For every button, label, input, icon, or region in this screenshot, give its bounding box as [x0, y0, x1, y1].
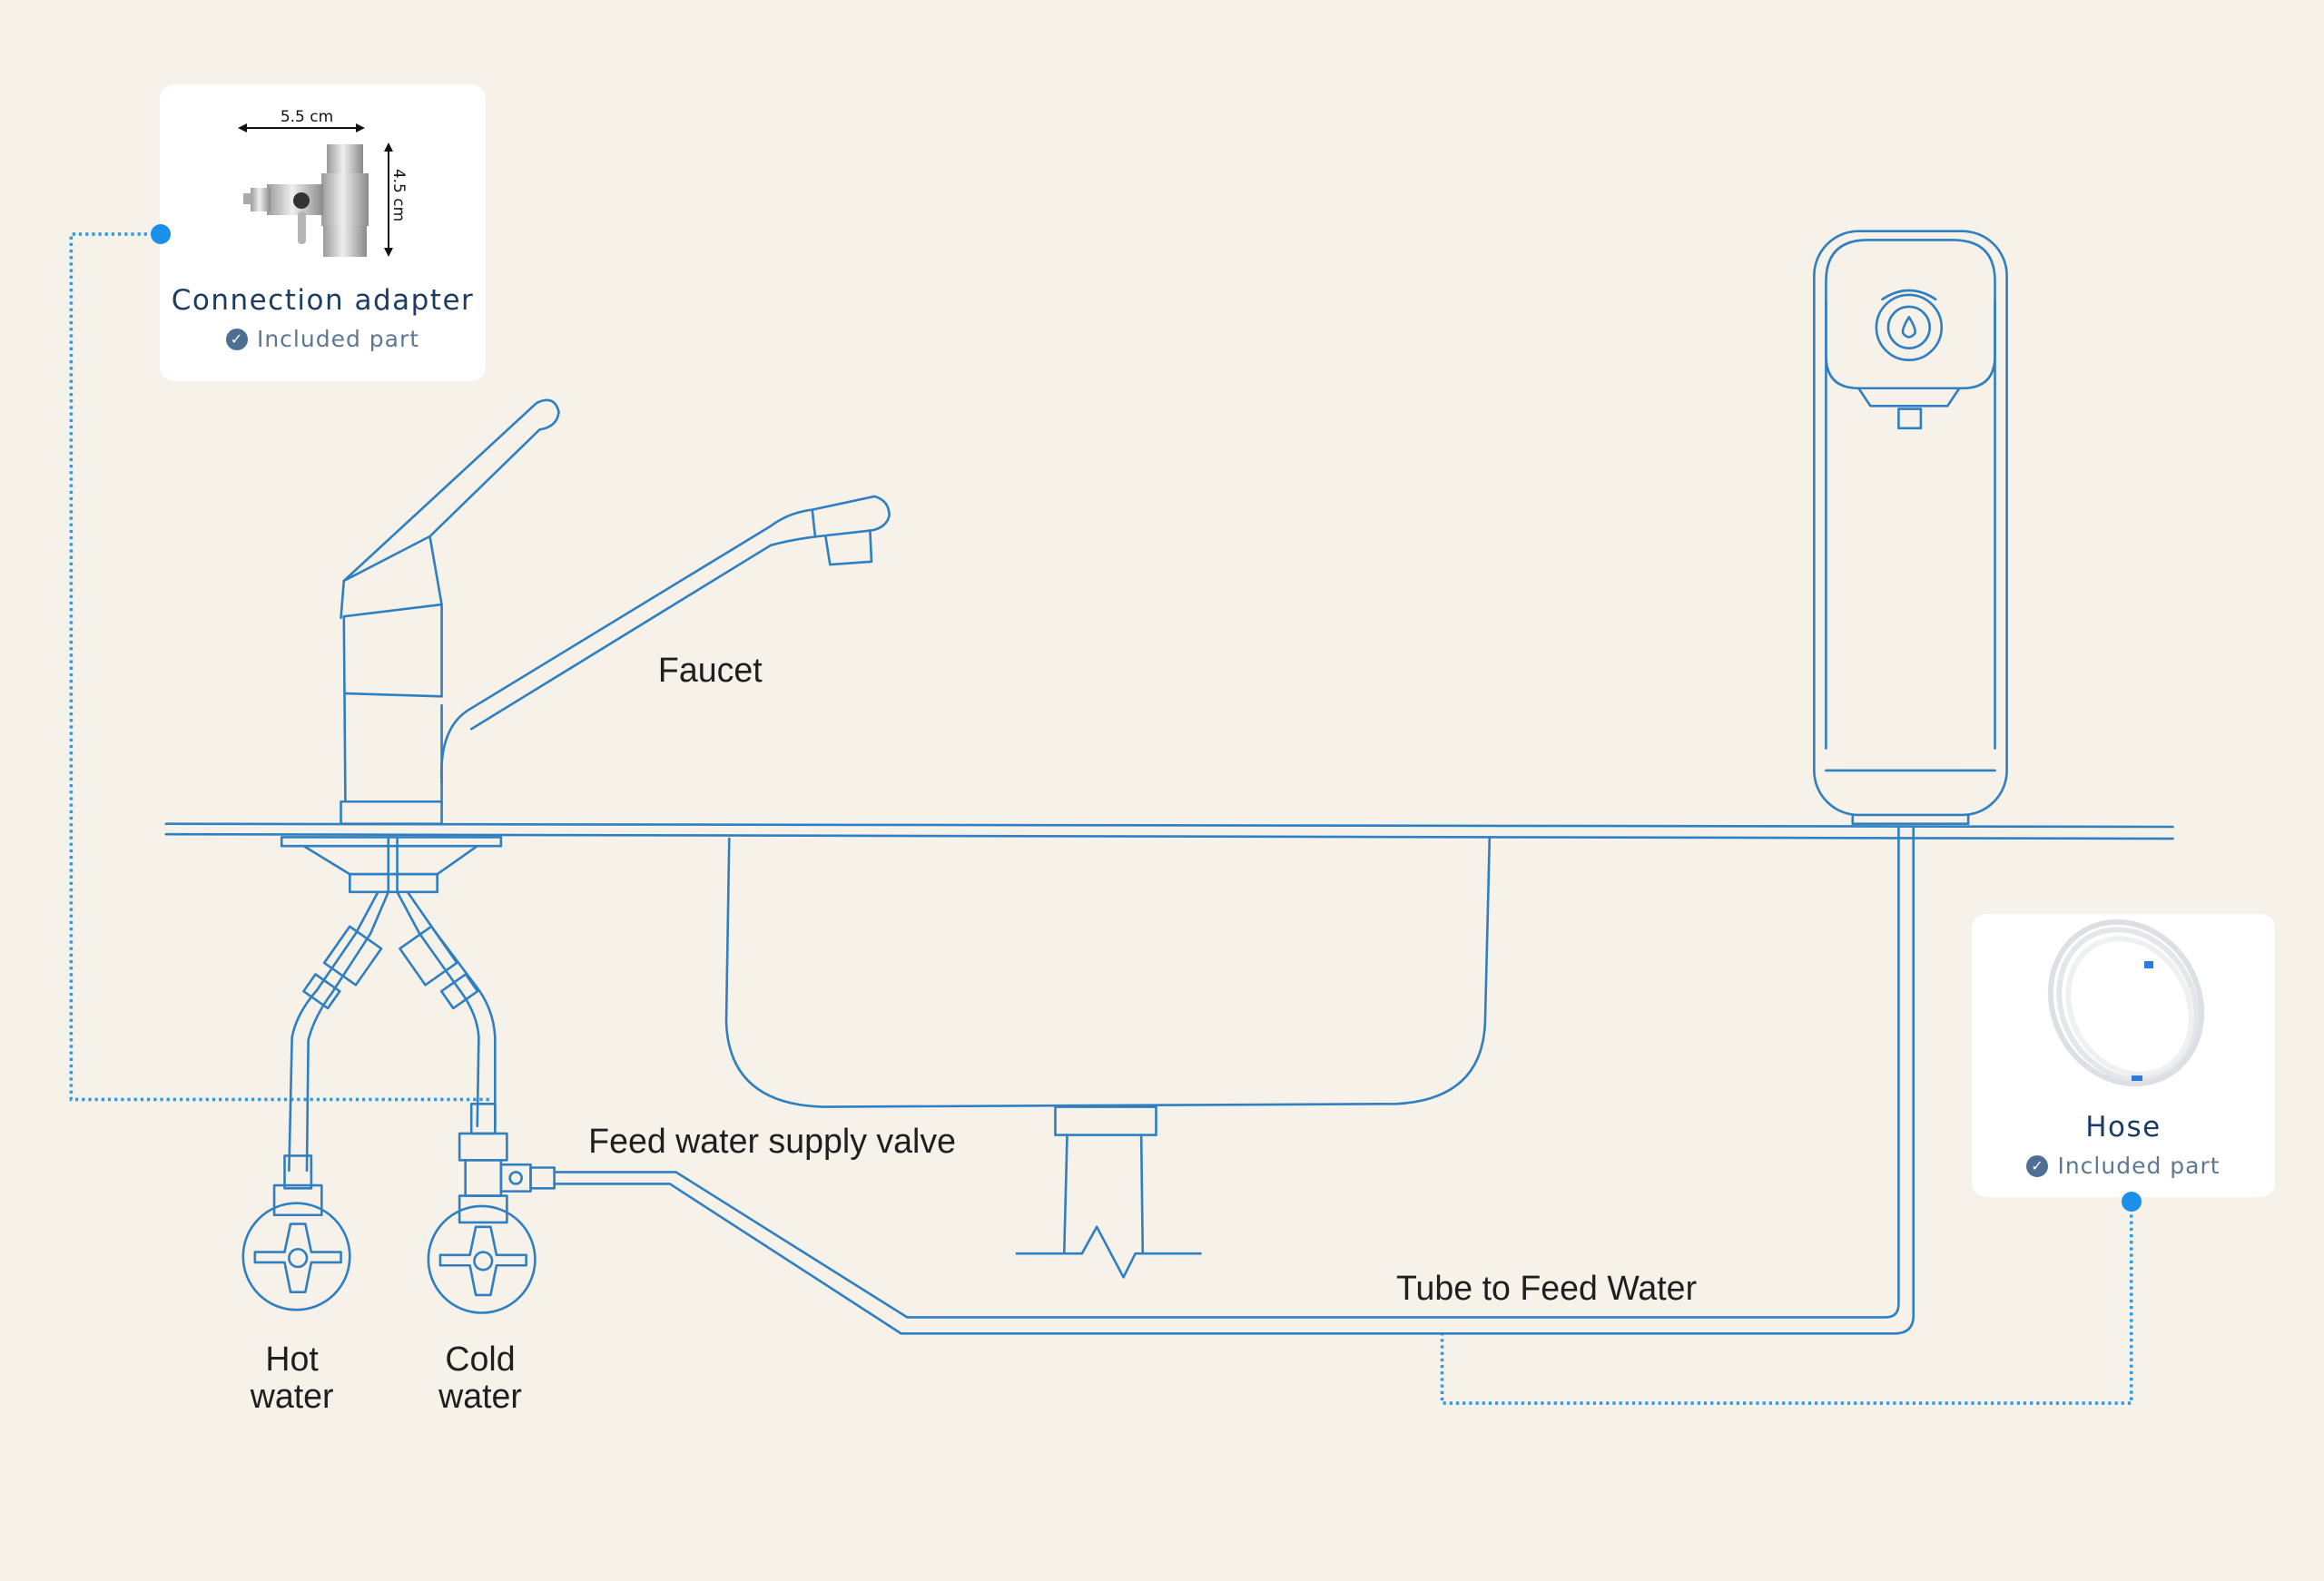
feed-valve-label: Feed water supply valve: [588, 1122, 956, 1160]
countertop: [164, 822, 2174, 840]
sink-drain: [1015, 1105, 1202, 1279]
hose-connector-line: [1440, 1202, 2133, 1405]
hot-water-hose: [283, 890, 390, 1190]
check-circle-icon: ✓: [225, 328, 248, 350]
feed-water-supply-valve: [499, 1163, 556, 1193]
hose-card: Hose ✓ Included part: [1972, 914, 2275, 1197]
dispense-button-icon: [1875, 293, 1944, 362]
hose-connector-dot: [2122, 1192, 2142, 1212]
card-title: Connection adapter: [171, 284, 475, 317]
check-circle-icon: ✓: [2026, 1154, 2049, 1177]
cold-water-hose: [396, 890, 497, 1135]
faucet-mount: [280, 836, 503, 894]
hose-image: [2047, 918, 2205, 1087]
water-dispenser: [1813, 230, 2008, 826]
card-subtitle: Included part: [256, 326, 420, 352]
card-title: Hose: [2085, 1111, 2162, 1144]
faucet: [340, 398, 891, 826]
card-subtitle: Included part: [2057, 1153, 2221, 1179]
width-dimension: 5.5 cm: [281, 108, 333, 126]
cold-water-label-line2: water: [438, 1377, 522, 1415]
connection-adapter-card: 5.5 cm 4.5 cm Connection adapter ✓ Includ…: [160, 84, 486, 381]
cold-water-label-line1: Cold: [445, 1340, 515, 1378]
cold-water-valve: [427, 1132, 537, 1314]
feed-water-tube: [553, 825, 1915, 1335]
faucet-label: Faucet: [658, 651, 763, 689]
connection-adapter-image: 5.5 cm 4.5 cm: [238, 108, 408, 257]
tube-label: Tube to Feed Water: [1396, 1269, 1697, 1307]
adapter-connector-dot: [151, 224, 171, 244]
hot-water-valve: [241, 1183, 351, 1311]
sink-basin: [724, 837, 1492, 1108]
hot-water-label-line2: water: [250, 1377, 334, 1415]
hot-water-label-line1: Hot: [265, 1340, 319, 1378]
height-dimension: 4.5 cm: [389, 169, 408, 221]
water-drop-icon: [1901, 316, 1916, 339]
